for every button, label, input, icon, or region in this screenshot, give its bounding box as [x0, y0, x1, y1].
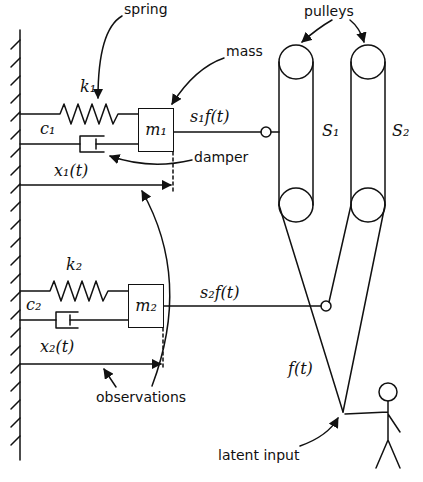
- parameter-symbol: c₂: [26, 296, 41, 314]
- parameter-symbol: c₁: [40, 120, 55, 138]
- signal-name: s₁f(t): [190, 108, 229, 126]
- pulley: [279, 188, 313, 222]
- rope: [271, 131, 279, 133]
- mass-box: m₂: [128, 284, 164, 328]
- mass-label: m₁: [145, 121, 167, 139]
- spring-symbol: [20, 104, 150, 124]
- parameter-symbol: k₂: [66, 256, 82, 274]
- annotation: observations: [96, 390, 186, 405]
- rope: [329, 205, 351, 302]
- belt: [384, 62, 386, 205]
- pulley: [351, 188, 385, 222]
- part-name: mass: [226, 44, 263, 59]
- rope: [279, 205, 343, 412]
- callout-arrow: [110, 156, 192, 164]
- rope: [140, 305, 321, 307]
- signal-name: x₁(t): [54, 162, 88, 180]
- belt: [350, 62, 352, 205]
- annotation: latent input: [218, 448, 299, 463]
- belt: [312, 62, 314, 205]
- damper-rod: [20, 143, 80, 145]
- person-figure: [345, 401, 400, 468]
- rope: [343, 205, 385, 412]
- reference-line: [172, 152, 174, 192]
- callout-arrow: [104, 369, 116, 387]
- signal-name: s₂f(t): [200, 284, 239, 302]
- mass-box: m₁: [138, 108, 174, 152]
- part-name: spring: [124, 2, 168, 17]
- belt: [278, 62, 280, 205]
- small-pulley: [321, 301, 331, 311]
- callout-arrow: [302, 20, 332, 42]
- person-head: [379, 383, 397, 401]
- callout-arrow: [350, 20, 364, 42]
- displacement-arrow: [20, 184, 171, 186]
- small-pulley: [261, 127, 271, 137]
- part-name: pulleys: [304, 4, 354, 19]
- pulley: [279, 45, 313, 79]
- callout-arrow: [172, 58, 224, 104]
- mass-label: m₂: [135, 297, 157, 315]
- signal-name: x₂(t): [40, 338, 74, 356]
- parameter-symbol: k₁: [80, 78, 96, 96]
- callout-arrow: [300, 418, 338, 446]
- damper-rod: [20, 319, 56, 321]
- wall-hatching: [11, 40, 20, 445]
- callout-arrow: [98, 16, 122, 98]
- parameter-symbol: S₂: [392, 122, 409, 140]
- signal-name: f(t): [288, 360, 313, 378]
- part-name: damper: [194, 150, 248, 165]
- parameter-symbol: S₁: [322, 122, 339, 140]
- pulley: [351, 45, 385, 79]
- displacement-arrow: [20, 363, 161, 365]
